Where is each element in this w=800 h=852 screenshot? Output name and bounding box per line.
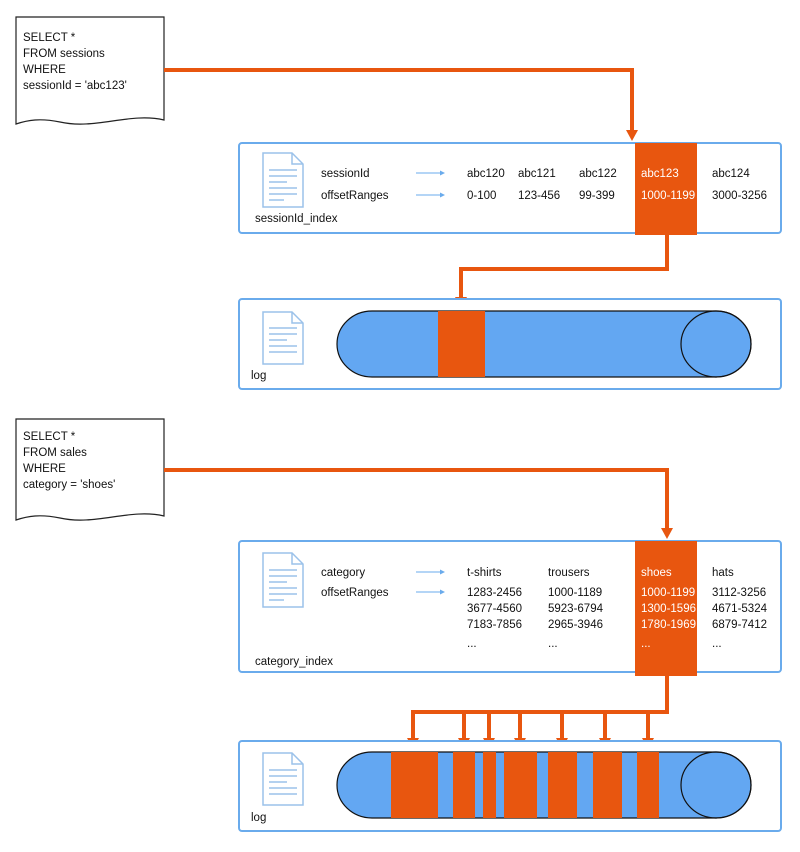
document-icon — [262, 311, 304, 365]
highlighted-column — [635, 143, 697, 235]
range-cell: 5923-6794 — [548, 603, 604, 615]
range-cell-highlighted: 1000-1199 — [641, 190, 695, 202]
query-to-index-connector — [164, 68, 634, 135]
range-cell: 0-100 — [467, 190, 496, 202]
key-cell-highlighted: abc123 — [641, 168, 679, 180]
key-cell: abc122 — [579, 168, 617, 180]
query-line-4: category = 'shoes' — [23, 479, 115, 491]
query-line-1: SELECT * — [23, 431, 76, 443]
arrowhead — [626, 130, 638, 141]
range-cell: ... — [548, 638, 558, 650]
query-line-3: WHERE — [23, 64, 66, 76]
query-line-2: FROM sessions — [23, 48, 105, 60]
example-2: SELECT * FROM sales WHERE category = 'sh… — [15, 418, 782, 832]
log-cylinder — [336, 310, 752, 378]
log-label: log — [251, 812, 266, 824]
query-line-2: FROM sales — [23, 447, 87, 459]
log-segment — [548, 752, 577, 818]
key-cell: abc120 — [467, 168, 505, 180]
arrowhead-icon — [440, 192, 445, 198]
key-cell: trousers — [548, 567, 590, 579]
query-to-index-connector — [164, 468, 669, 533]
key-cell-highlighted: shoes — [641, 567, 672, 579]
range-cell: 123-456 — [518, 190, 560, 202]
query-line-3: WHERE — [23, 463, 66, 475]
query-line-1: SELECT * — [23, 32, 76, 44]
log-cylinder-end — [680, 310, 752, 378]
arrowhead-icon — [440, 170, 445, 176]
range-cell-highlighted: ... — [641, 638, 651, 650]
index-to-log-connector — [459, 235, 669, 302]
key-cell: abc121 — [518, 168, 556, 180]
arrowhead-icon — [440, 589, 445, 595]
range-cell: ... — [467, 638, 477, 650]
index-to-log-connectors — [407, 676, 669, 749]
highlighted-column — [635, 541, 697, 676]
index-name: sessionId_index — [255, 213, 338, 225]
log-segment — [593, 752, 622, 818]
range-cell: 7183-7856 — [467, 619, 522, 631]
session-index-box: sessionId_index sessionId offsetRanges a… — [238, 142, 782, 235]
range-cell: 3677-4560 — [467, 603, 522, 615]
document-icon — [262, 552, 304, 608]
query-document-shape — [15, 418, 165, 521]
range-cell: 6879-7412 — [712, 619, 767, 631]
index-name: category_index — [255, 656, 333, 668]
range-cell: 99-399 — [579, 190, 615, 202]
example-1: SELECT * FROM sessions WHERE sessionId =… — [15, 16, 782, 390]
query-document-2: SELECT * FROM sales WHERE category = 'sh… — [15, 418, 165, 521]
range-cell: 3112-3256 — [712, 587, 766, 599]
log-segment — [391, 752, 438, 818]
query-document-shape — [15, 16, 165, 125]
range-cell: 1000-1189 — [548, 587, 602, 599]
range-cell-highlighted: 1780-1969 — [641, 619, 696, 631]
row-label-ranges: offsetRanges — [321, 190, 389, 202]
log-segment — [438, 311, 485, 377]
log-box-2: log — [238, 740, 782, 832]
row-label-ranges: offsetRanges — [321, 587, 389, 599]
range-cell-highlighted: 1300-1596 — [641, 603, 696, 615]
category-index-box: category_index category offsetRanges t-s… — [238, 540, 782, 676]
arrowhead-icon — [440, 569, 445, 575]
key-cell: t-shirts — [467, 567, 502, 579]
log-cylinder-end — [680, 751, 752, 819]
range-cell: 1283-2456 — [467, 587, 522, 599]
range-cell: 2965-3946 — [548, 619, 603, 631]
row-label-key: sessionId — [321, 168, 370, 180]
document-icon — [262, 152, 304, 208]
range-cell-highlighted: 1000-1199 — [641, 587, 695, 599]
log-segment — [483, 752, 496, 818]
row-label-key: category — [321, 567, 365, 579]
log-label: log — [251, 370, 266, 382]
key-cell: abc124 — [712, 168, 750, 180]
query-document-1: SELECT * FROM sessions WHERE sessionId =… — [15, 16, 165, 125]
key-cell: hats — [712, 567, 734, 579]
range-cell: 3000-3256 — [712, 190, 767, 202]
log-box-1: log — [238, 298, 782, 390]
log-segment — [453, 752, 475, 818]
query-line-4: sessionId = 'abc123' — [23, 80, 127, 92]
log-segment — [504, 752, 537, 818]
arrowhead — [661, 528, 673, 539]
document-icon — [262, 752, 304, 806]
log-segment — [637, 752, 659, 818]
range-cell: 4671-5324 — [712, 603, 768, 615]
range-cell: ... — [712, 638, 722, 650]
